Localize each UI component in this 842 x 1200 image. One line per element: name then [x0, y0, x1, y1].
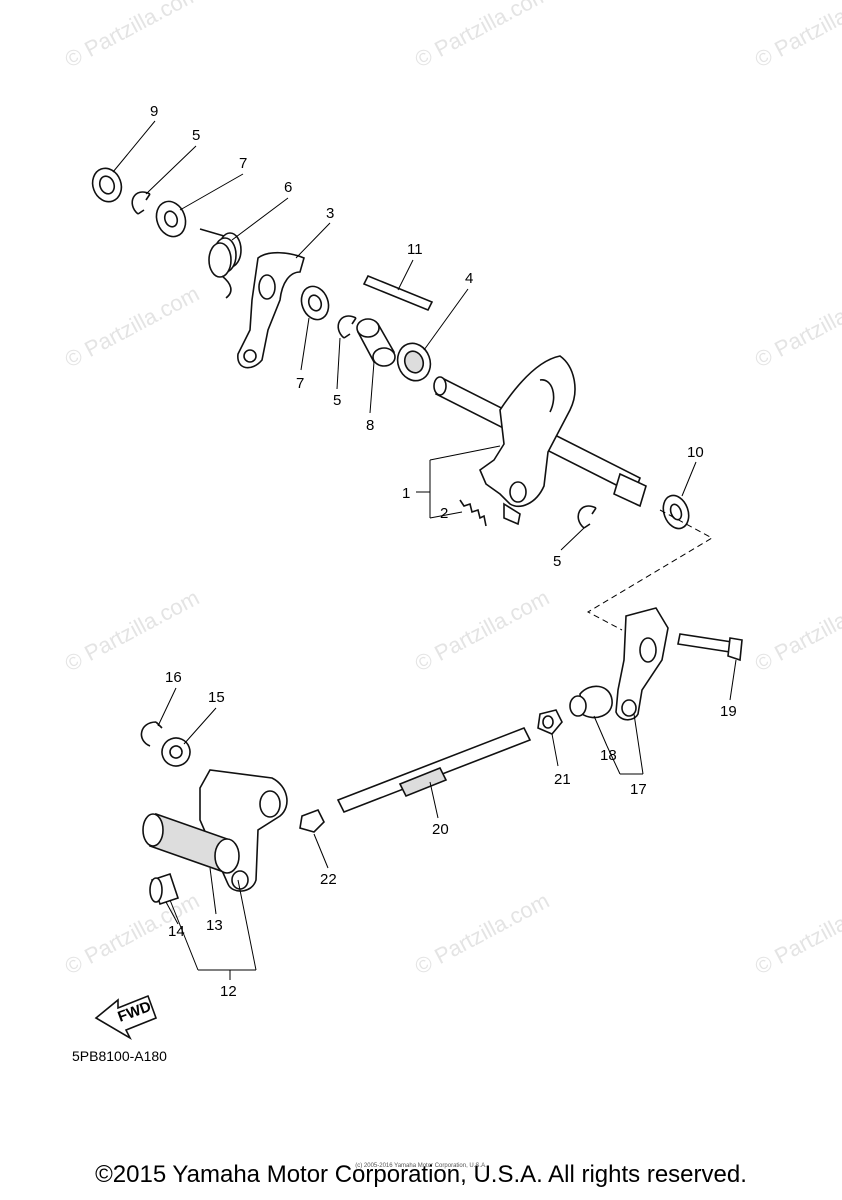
callout-label: 5: [192, 127, 200, 144]
watermark: © Partzilla.com: [61, 0, 204, 72]
callout-labels: 9 5 7 6 3 11 4 7 5 8 1 2 10 5 16 15 20 2…: [150, 103, 737, 1000]
callout-label: 22: [320, 871, 337, 888]
circlip-5b: [337, 315, 357, 339]
circlip-5c: [577, 505, 597, 529]
pin-11: [362, 274, 434, 312]
washer-10: [662, 494, 690, 530]
link-line: [586, 509, 714, 631]
callout-label: 19: [720, 703, 737, 720]
callout-label: 17: [630, 781, 647, 798]
callout-label: 9: [150, 103, 158, 120]
copyright-footer: ©2015 Yamaha Motor Corporation, U.S.A. A…: [95, 1161, 747, 1188]
shift-shaft-1: [433, 355, 647, 526]
watermark: © Partzilla.com: [61, 281, 204, 373]
watermark: © Partzilla.com: [61, 585, 204, 677]
callout-label: 16: [165, 669, 182, 686]
nut-21: [537, 709, 563, 735]
callout-label: 5: [553, 553, 561, 570]
circlip-5: [131, 191, 151, 215]
callout-label: 1: [402, 485, 410, 502]
callout-label: 21: [554, 771, 571, 788]
watermark: © Partzilla.com: [751, 888, 842, 980]
watermark: © Partzilla.com: [411, 888, 554, 980]
small-credit: (c) 2005-2016 Yamaha Motor Corporation, …: [355, 1163, 487, 1169]
washer-15: [161, 737, 191, 767]
lever-3: [237, 251, 305, 369]
watermark: © Partzilla.com: [411, 585, 554, 677]
shift-rod-20: [336, 726, 532, 814]
callout-label: 8: [366, 417, 374, 434]
watermark: © Partzilla.com: [751, 585, 842, 677]
pedal-rubber-13: [142, 812, 240, 874]
callout-label: 7: [239, 155, 247, 172]
bearing-4: [396, 342, 432, 382]
shift-arm-17: [615, 607, 669, 721]
spring-2: [459, 499, 487, 527]
collar-8: [356, 318, 396, 367]
callout-label: 12: [220, 983, 237, 1000]
callout-label: 10: [687, 444, 704, 461]
callout-label: 3: [326, 205, 334, 222]
callout-label: 15: [208, 689, 225, 706]
callout-label: 5: [333, 392, 341, 409]
callout-label: 18: [600, 747, 617, 764]
watermark: © Partzilla.com: [751, 0, 842, 72]
callout-label: 4: [465, 270, 473, 287]
cap-14: [149, 872, 180, 906]
callout-label: 2: [440, 505, 448, 522]
callout-label: 14: [168, 923, 185, 940]
fwd-arrow-icon: FWD: [94, 994, 158, 1041]
callout-label: 7: [296, 375, 304, 392]
rod-end-18: [569, 685, 613, 719]
circlip-16: [140, 721, 163, 747]
callout-label: 13: [206, 917, 223, 934]
callout-label: 20: [432, 821, 449, 838]
bolt-19: [677, 633, 743, 662]
diagram-code: 5PB8100-A180: [72, 1048, 167, 1064]
callout-label: 11: [407, 241, 423, 258]
leader-lines: [112, 120, 737, 980]
shift-pedal-12: [199, 769, 288, 892]
washer-7: [155, 200, 187, 238]
spring-6: [199, 228, 242, 299]
watermark: © Partzilla.com: [751, 281, 842, 373]
watermark: © Partzilla.com: [411, 0, 554, 72]
washer-9: [91, 167, 123, 203]
washer-7b: [300, 285, 330, 321]
callout-label: 6: [284, 179, 292, 196]
nut-22: [299, 808, 325, 833]
